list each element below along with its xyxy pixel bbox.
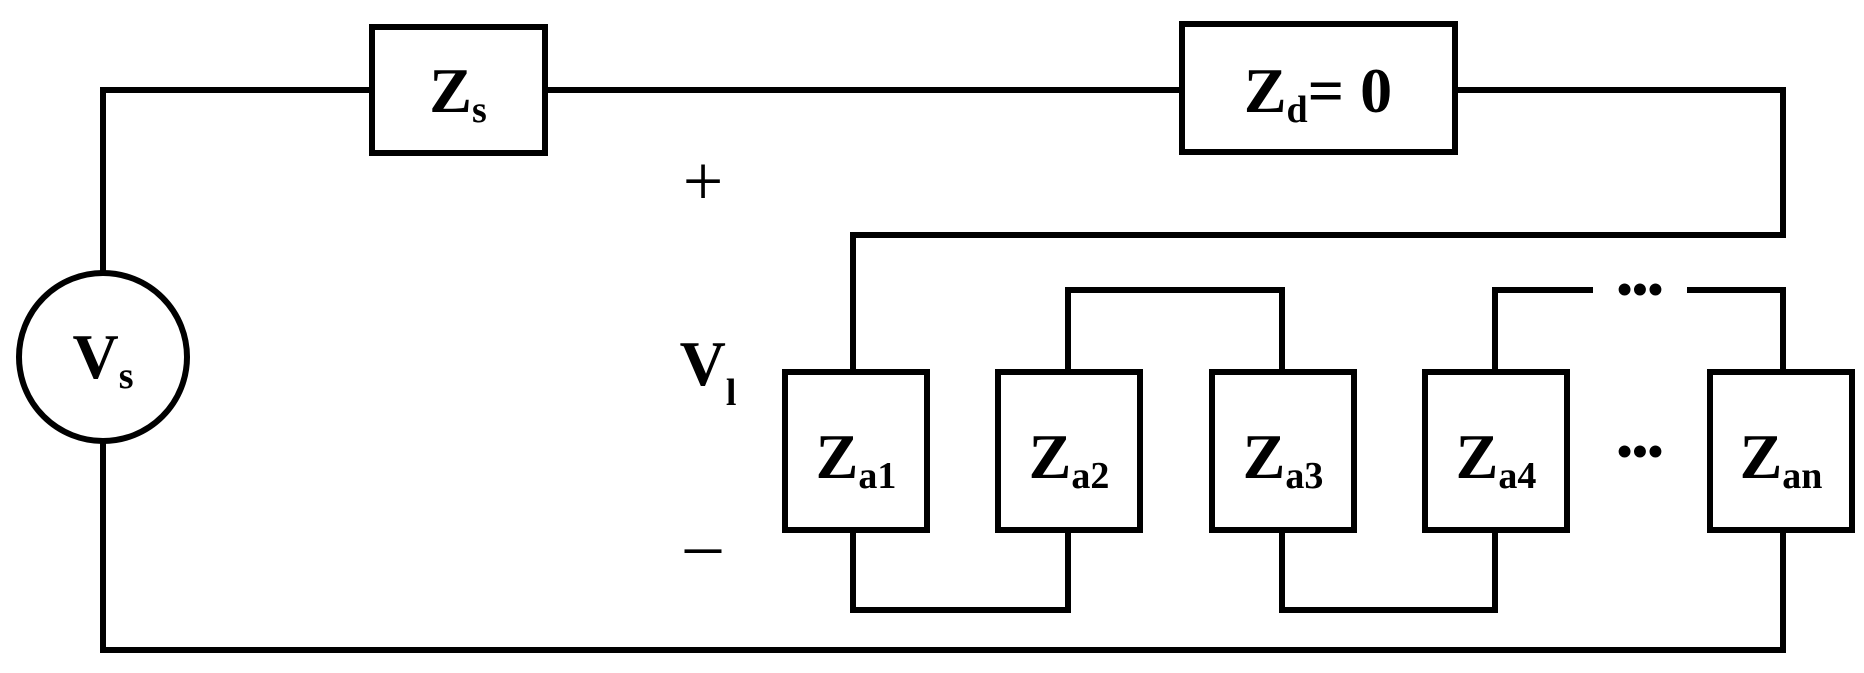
load-voltage-label: Vl [680,328,737,414]
line-impedance: Zd= 0 [1179,21,1458,155]
source-impedance: Zs [369,24,548,156]
load-wiring [850,287,1786,613]
voltage-source: Vs [16,270,190,444]
minus-sign: – [684,504,722,584]
load-impedance-a2: Za2 [995,369,1143,533]
load-voltage: + Vl – [680,141,737,584]
load-impedance-an: Zan [1707,369,1855,533]
line-impedance-label: Zd= 0 [1244,55,1392,131]
source-circle [16,270,190,444]
ellipsis-group: ••• ••• [1617,265,1663,476]
svg-text:Za1: Za1 [816,421,897,497]
middle-ellipsis: ••• [1617,427,1663,476]
svg-text:Zan: Zan [1740,421,1823,497]
load-impedance-a3: Za3 [1209,369,1357,533]
top-ellipsis: ••• [1617,265,1663,314]
load-impedance-a1: Za1 [782,369,930,533]
source-label: Vs [72,321,133,397]
plus-sign: + [683,141,724,221]
source-label-main: V [72,321,118,392]
source-impedance-box [369,24,548,156]
load-impedance-a4: Za4 [1422,369,1570,533]
line-impedance-box [1179,21,1458,155]
source-label-sub: s [119,355,134,397]
svg-text:Za2: Za2 [1029,421,1110,497]
outer-wiring [100,87,1786,653]
source-impedance-label: Zs [429,55,486,131]
svg-text:Za4: Za4 [1456,421,1537,497]
svg-text:Za3: Za3 [1243,421,1324,497]
load-impedances: Za1 Za2 Za3 Za4 Zan [782,369,1855,533]
